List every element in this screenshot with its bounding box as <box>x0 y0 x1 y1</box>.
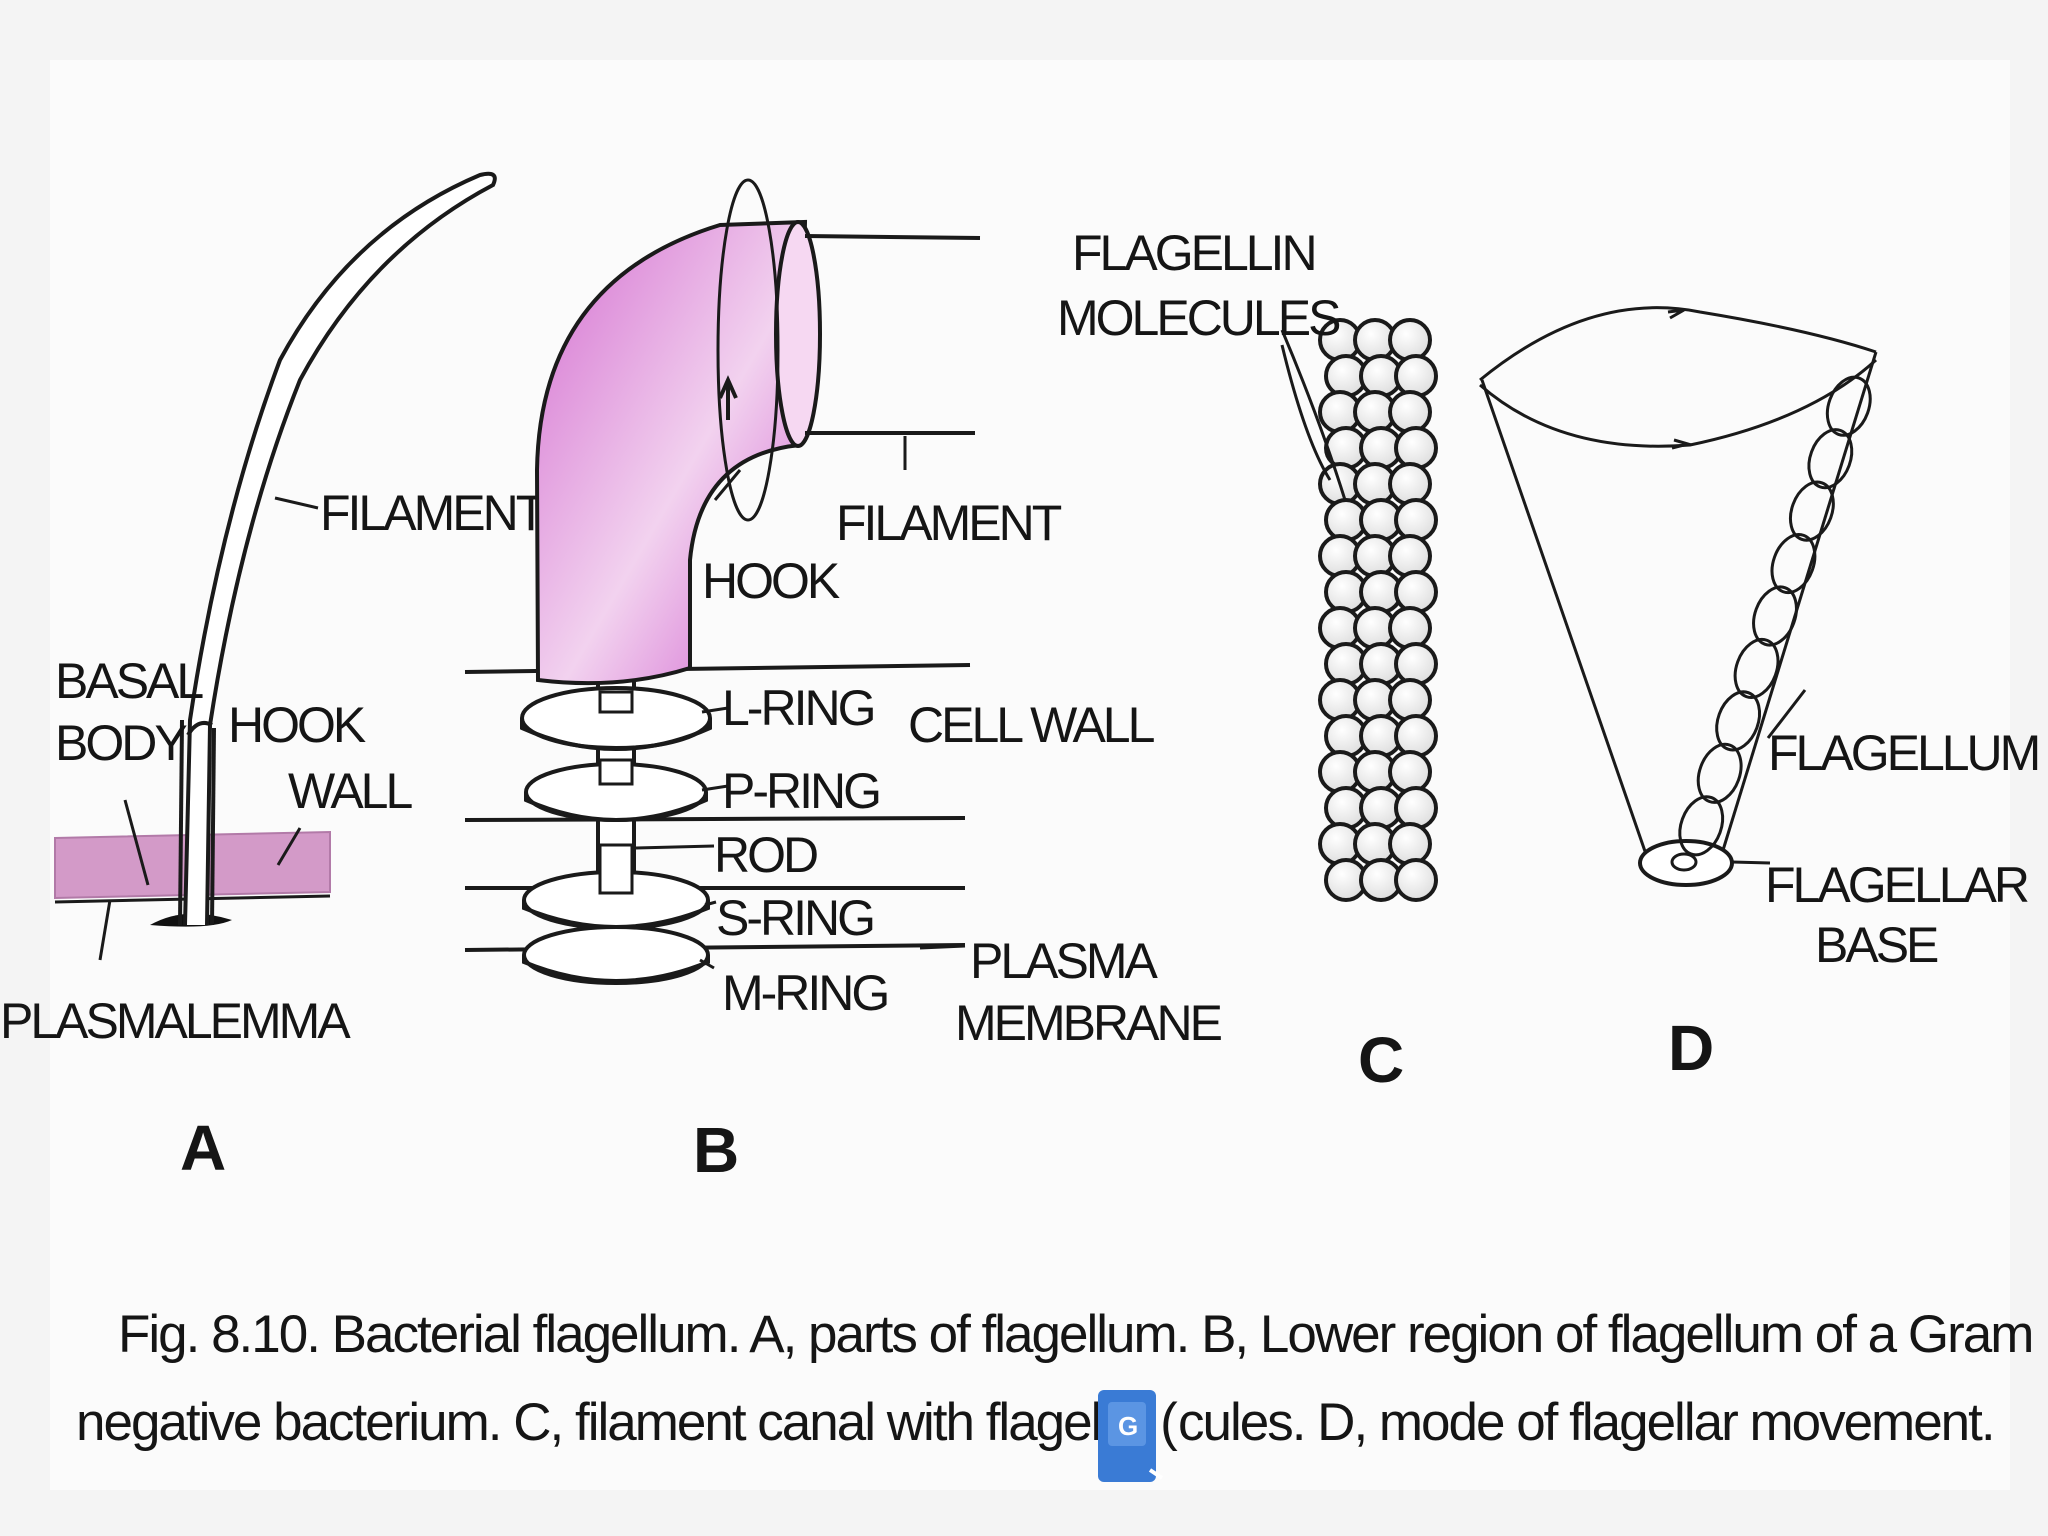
plasma-leader <box>920 946 965 948</box>
flagellin-bead <box>1396 644 1436 684</box>
panel-letter-c: C <box>1358 1024 1404 1096</box>
flagellin-bead <box>1396 716 1436 756</box>
flagellin-bead <box>1390 608 1430 648</box>
label-flagellum: FLAGELLUM <box>1768 725 2038 781</box>
panel-letter-d: D <box>1668 1012 1714 1084</box>
flagellin-bead <box>1396 500 1436 540</box>
flagellin-bead <box>1396 860 1436 900</box>
rod-segment-low <box>600 845 632 893</box>
flagellar-base-d <box>1640 841 1732 885</box>
label-s-ring: S-RING <box>716 890 873 946</box>
hook-b-opening <box>776 222 820 446</box>
hook-stalk-right <box>212 728 214 925</box>
svg-text:G: G <box>1118 1411 1138 1441</box>
google-lens-icon[interactable]: G <box>1098 1390 1162 1482</box>
flagellin-bead <box>1396 788 1436 828</box>
cell-wall-inner-line <box>465 818 965 820</box>
m-ring <box>524 927 708 983</box>
caption-line-2-left: negative bacterium. C, filament canal wi… <box>76 1393 1178 1452</box>
label-l-ring: L-RING <box>722 680 874 736</box>
label-body: BODY <box>55 715 187 771</box>
label-rod: ROD <box>714 827 817 883</box>
label-base: BASE <box>1815 917 1938 973</box>
label-filament-b: FILAMENT <box>836 495 1062 551</box>
flagellin-bead <box>1396 572 1436 612</box>
caption-line-2-right: cules. D, mode of flagellar movement. <box>1178 1393 1994 1452</box>
label-wall: WALL <box>288 763 412 819</box>
label-basal: BASAL <box>55 653 203 709</box>
label-plasma: PLASMA <box>970 933 1159 989</box>
flagellin-bead <box>1390 464 1430 504</box>
panel-letter-b: B <box>693 1114 739 1186</box>
caption-line-1: Fig. 8.10. Bacterial flagellum. A, parts… <box>118 1305 2032 1364</box>
rod-leader <box>636 846 714 848</box>
label-hook-b: HOOK <box>702 553 840 609</box>
label-membrane: MEMBRANE <box>955 995 1222 1051</box>
flagellin-bead <box>1390 824 1430 864</box>
rod-segment-mid <box>600 760 632 784</box>
label-filament-a: FILAMENT <box>320 485 546 541</box>
filament-b-top <box>805 236 980 238</box>
flagellin-bead <box>1396 356 1436 396</box>
flagellin-bead <box>1390 320 1430 360</box>
label-p-ring: P-RING <box>722 763 879 819</box>
label-cell-wall: CELL WALL <box>908 697 1155 753</box>
flagellin-bead <box>1390 752 1430 792</box>
label-molecules: MOLECULES <box>1057 290 1340 346</box>
label-hook-a: HOOK <box>228 697 366 753</box>
label-m-ring: M-RING <box>722 965 887 1021</box>
label-flagellin: FLAGELLIN <box>1072 225 1315 281</box>
flagellin-bead-column <box>1320 320 1436 900</box>
flagellin-bead <box>1396 428 1436 468</box>
panel-letter-a: A <box>180 1112 226 1184</box>
flagellin-bead <box>1390 536 1430 576</box>
flagellin-bead <box>1390 680 1430 720</box>
label-flagellar: FLAGELLAR <box>1765 857 2028 913</box>
label-plasmalemma: PLASMALEMMA <box>0 993 351 1049</box>
flagellin-bead <box>1390 392 1430 432</box>
rod-segment-top <box>600 692 632 712</box>
